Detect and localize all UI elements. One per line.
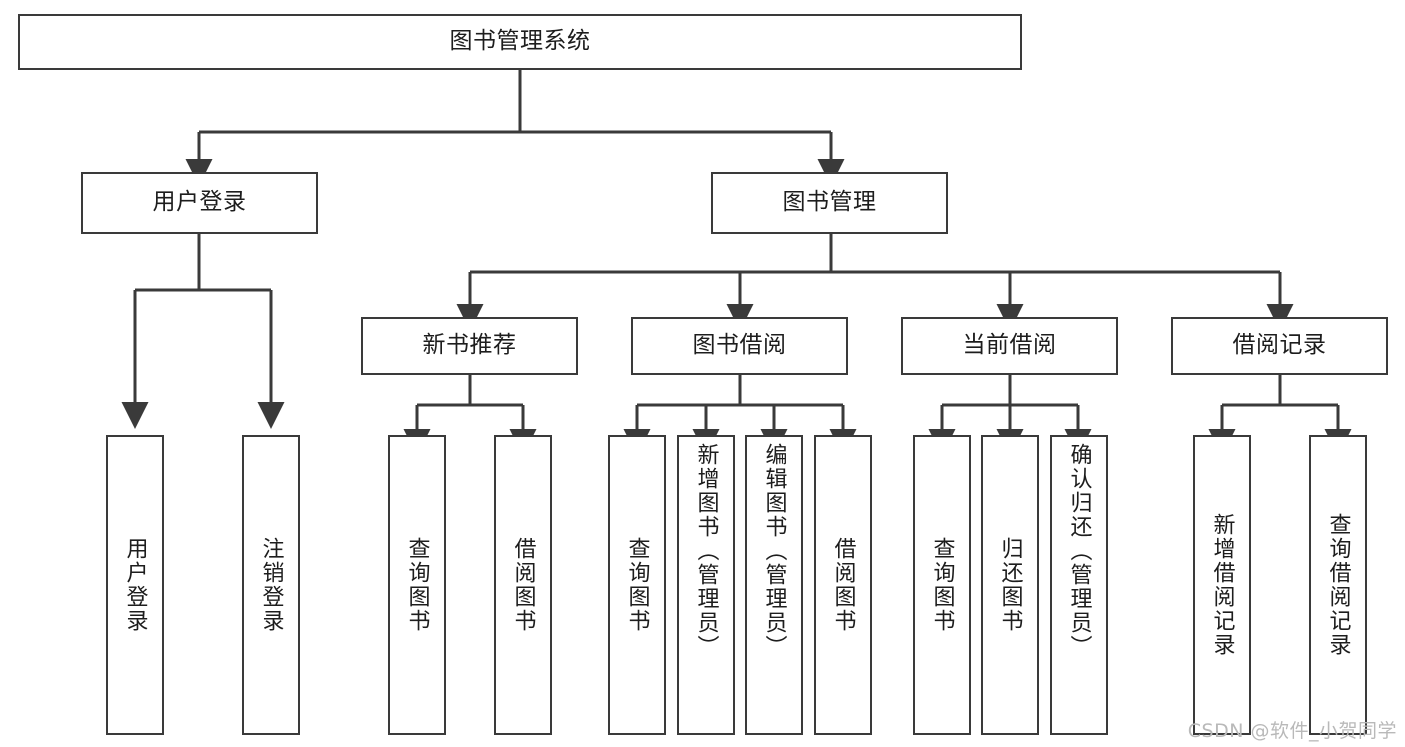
node-label: 图书借阅 [692,332,787,359]
watermark: CSDN @软件_小贺同学 [1187,720,1397,742]
node-leaf-query-book-current[interactable]: 查询图书 [913,435,971,735]
node-book-management[interactable]: 图书管理 [711,172,948,234]
node-label: 借阅图书 [510,537,536,633]
node-label: 编辑图书（管理员） [761,443,787,659]
node-leaf-confirm-return-admin[interactable]: 确认归还（管理员） [1050,435,1108,735]
node-new-book-recommend[interactable]: 新书推荐 [361,317,578,375]
node-leaf-borrow-book-recommend[interactable]: 借阅图书 [494,435,552,735]
node-user-login[interactable]: 用户登录 [81,172,318,234]
node-label: 确认归还（管理员） [1066,443,1092,659]
node-leaf-query-book-borrow[interactable]: 查询图书 [608,435,666,735]
node-label: 用户登录 [122,537,148,633]
node-label: 归还图书 [997,537,1023,633]
node-label: 图书管理 [782,189,877,216]
node-label: 查询图书 [929,537,955,633]
node-leaf-query-borrow-record[interactable]: 查询借阅记录 [1309,435,1367,735]
node-leaf-query-book-recommend[interactable]: 查询图书 [388,435,446,735]
node-leaf-edit-book-admin[interactable]: 编辑图书（管理员） [745,435,803,735]
node-label: 用户登录 [152,189,247,216]
node-label: 借阅记录 [1232,332,1327,359]
node-leaf-user-login[interactable]: 用户登录 [106,435,164,735]
node-label: 当前借阅 [962,332,1057,359]
node-borrow-record[interactable]: 借阅记录 [1171,317,1388,375]
node-label: 注销登录 [258,537,284,633]
node-leaf-add-book-admin[interactable]: 新增图书（管理员） [677,435,735,735]
node-current-borrow[interactable]: 当前借阅 [901,317,1118,375]
node-leaf-add-borrow-record[interactable]: 新增借阅记录 [1193,435,1251,735]
node-label: 借阅图书 [830,537,856,633]
node-label: 新增图书（管理员） [693,443,719,659]
node-label: 查询图书 [404,537,430,633]
node-label: 查询图书 [624,537,650,633]
node-root-book-management-system[interactable]: 图书管理系统 [18,14,1022,70]
node-label: 新增借阅记录 [1209,513,1235,657]
node-label: 新书推荐 [422,332,517,359]
node-label: 图书管理系统 [449,28,591,55]
node-leaf-return-book[interactable]: 归还图书 [981,435,1039,735]
node-leaf-borrow-book[interactable]: 借阅图书 [814,435,872,735]
node-label: 查询借阅记录 [1325,513,1351,657]
node-book-borrow[interactable]: 图书借阅 [631,317,848,375]
node-leaf-logout-login[interactable]: 注销登录 [242,435,300,735]
